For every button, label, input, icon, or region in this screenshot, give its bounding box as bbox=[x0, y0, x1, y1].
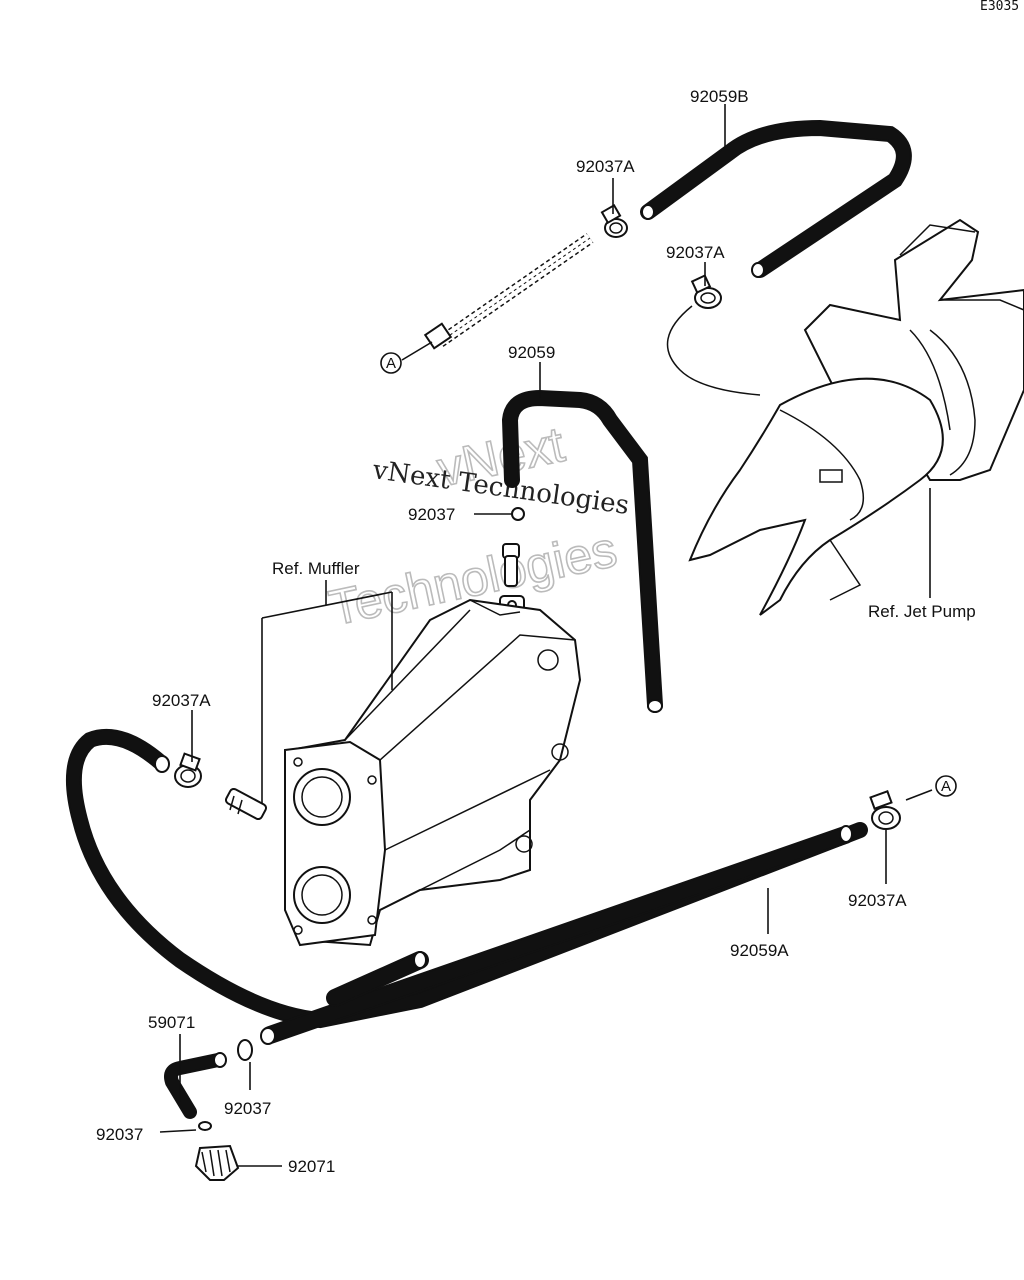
muffler-fitting bbox=[224, 787, 268, 821]
label-92037a-top: 92037A bbox=[576, 157, 635, 176]
ref-muffler-leader bbox=[261, 580, 393, 805]
ref-muffler-label: Ref. Muffler bbox=[272, 559, 360, 578]
jet-pump bbox=[688, 218, 1024, 616]
connector-a-upper: A bbox=[380, 352, 402, 374]
ref-jet-pump-label: Ref. Jet Pump bbox=[868, 602, 976, 621]
clamp-92037a-top bbox=[600, 203, 628, 238]
label-92037a-left: 92037A bbox=[152, 691, 211, 710]
clamp-92037a-left bbox=[174, 752, 202, 788]
clamp-92037a-right bbox=[869, 790, 901, 830]
figure-code: E3035 bbox=[980, 0, 1019, 14]
clamp-92037-mid bbox=[511, 507, 525, 521]
dashed-pipe bbox=[401, 233, 594, 361]
connector-a-upper-letter: A bbox=[386, 355, 396, 372]
cap-92071 bbox=[194, 1144, 240, 1181]
label-92059b: 92059B bbox=[690, 87, 749, 106]
connector-a-lower: A bbox=[935, 775, 957, 797]
hose-92059a bbox=[260, 825, 854, 1045]
label-92037-bottom-right: 92037 bbox=[224, 1099, 271, 1118]
clamp-92037a-mid bbox=[690, 274, 722, 309]
label-59071: 59071 bbox=[148, 1013, 195, 1032]
label-92059: 92059 bbox=[508, 343, 555, 362]
label-92037a-mid: 92037A bbox=[666, 243, 725, 262]
hose-left-loop bbox=[65, 728, 868, 1029]
label-92037a-right: 92037A bbox=[848, 891, 907, 910]
hose-short-segment bbox=[326, 951, 429, 1007]
muffler bbox=[284, 598, 582, 947]
thin-hose-jetpump bbox=[666, 305, 761, 396]
label-92071: 92071 bbox=[288, 1157, 335, 1176]
clamp-92037-bottom-left bbox=[198, 1121, 212, 1131]
hose-92059b bbox=[640, 119, 912, 278]
label-92059a: 92059A bbox=[730, 941, 789, 960]
hose-92059 bbox=[501, 389, 663, 713]
label-92037-mid: 92037 bbox=[408, 505, 455, 524]
clamp-92037-bottom-right bbox=[237, 1039, 253, 1061]
connector-a-lower-letter: A bbox=[941, 778, 951, 795]
leader-lines bbox=[159, 104, 887, 1167]
label-92037-bottom-left: 92037 bbox=[96, 1125, 143, 1144]
